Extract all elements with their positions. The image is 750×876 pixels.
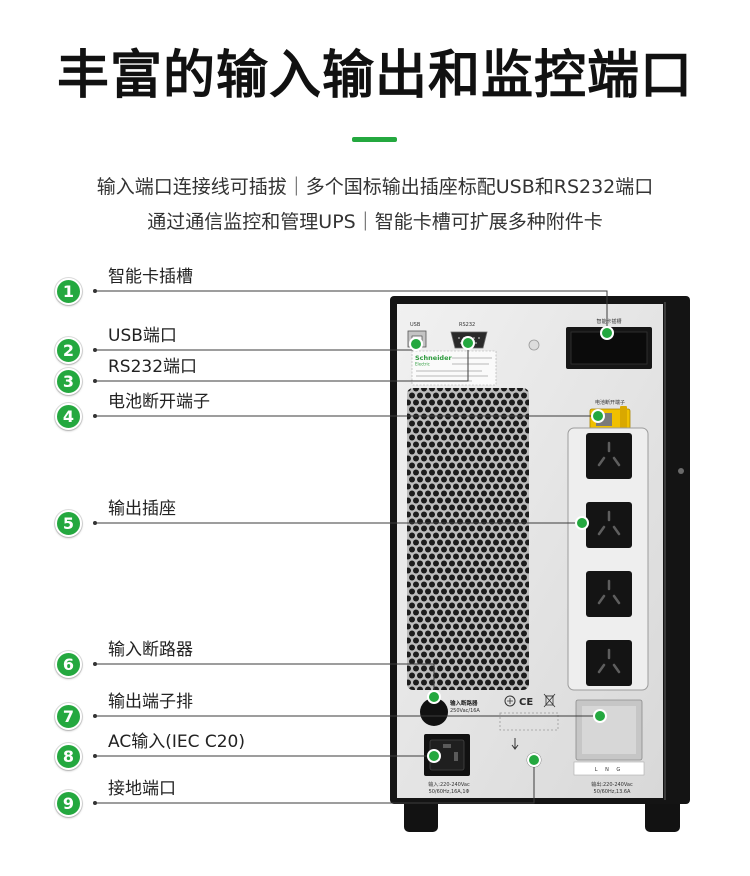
leader-line-1 — [95, 290, 608, 333]
ce-mark: CE — [519, 697, 533, 708]
callout-number-badge-5: 5 — [55, 510, 82, 537]
marker-ground — [527, 753, 541, 767]
callout-number-badge-4: 4 — [55, 403, 82, 430]
blank-label-area — [499, 712, 559, 731]
leader-line-3 — [95, 343, 469, 382]
rs232-port-label: RS232 — [459, 322, 475, 328]
leader-line-6 — [95, 663, 435, 697]
callout-number-badge-7: 7 — [55, 703, 82, 730]
callout-label-1: 智能卡插槽 — [108, 267, 193, 287]
callout-number-badge-8: 8 — [55, 743, 82, 770]
certification-marks: CE — [504, 693, 556, 708]
terminal-labels: L N G — [595, 767, 624, 773]
brand-logo-subtext: Electric — [415, 362, 430, 367]
marker-breaker — [427, 690, 441, 704]
marker-usb — [409, 337, 423, 351]
ups-unit: USB RS232 Schneider Electric — [390, 296, 690, 832]
leader-line-9 — [95, 760, 535, 804]
callout-label-8: AC输入(IEC C20) — [108, 732, 245, 752]
weee-bin-icon — [543, 693, 556, 708]
callout-number-badge-2: 2 — [55, 337, 82, 364]
leader-start-dots — [93, 289, 97, 805]
outlet-frame — [567, 427, 649, 691]
breaker-label: 输入断路器 — [450, 699, 478, 707]
output-socket — [586, 502, 632, 548]
card-slot-label: 智能卡插槽 — [596, 318, 621, 325]
page-title: 丰富的输入输出和监控端口 — [56, 46, 693, 106]
input-rating-line-1: 输入:220-240Vac — [428, 781, 470, 788]
rating-sticker: Schneider Electric — [411, 350, 497, 386]
output-rating-line-2: 50/60Hz,13.6A — [594, 789, 632, 795]
brand-logo-text: Schneider — [415, 354, 452, 362]
cert-circle-icon — [504, 695, 516, 707]
callout-label-3: RS232端口 — [108, 357, 198, 377]
breaker-rating: 250Vac/16A — [450, 708, 480, 714]
ventilation-grille — [407, 388, 529, 690]
side-screw — [678, 468, 684, 474]
marker-battery — [591, 409, 605, 423]
output-socket — [586, 433, 632, 479]
callout-number-badge-9: 9 — [55, 790, 82, 817]
output-terminal-block: L N G — [573, 699, 645, 776]
ac-input-iec-c20 — [424, 734, 470, 776]
title-accent-bar — [352, 137, 397, 142]
usb-port-label: USB — [410, 322, 421, 328]
marker-outlet — [575, 516, 589, 530]
subtitle-line-2: 通过通信监控和管理UPS｜智能卡槽可扩展多种附件卡 — [147, 211, 603, 233]
callout-number-badge-3: 3 — [55, 368, 82, 395]
output-socket — [586, 571, 632, 617]
callout-label-9: 接地端口 — [108, 779, 176, 799]
input-breaker — [420, 698, 448, 726]
callout-label-6: 输入断路器 — [108, 640, 193, 660]
callout-number-badge-1: 1 — [55, 278, 82, 305]
output-rating-line-1: 输出:220-240Vac — [591, 781, 633, 788]
callout-label-2: USB端口 — [108, 326, 177, 346]
output-socket — [586, 640, 632, 686]
marker-rs232 — [461, 336, 475, 350]
subtitle-line-1: 输入端口连接线可插拔｜多个国标输出插座标配USB和RS232端口 — [96, 176, 654, 198]
marker-terminal-block — [593, 709, 607, 723]
ups-foot-right — [645, 795, 680, 832]
callout-label-4: 电池断开端子 — [108, 392, 210, 412]
input-rating-line-2: 50/60Hz,16A,1Φ — [429, 789, 470, 795]
marker-ac-input — [427, 749, 441, 763]
callout-label-7: 输出端子排 — [108, 692, 193, 712]
marker-card-slot — [600, 326, 614, 340]
ups-side-highlight — [664, 302, 666, 800]
ups-foot-left — [404, 795, 438, 832]
ground-arrow-icon — [511, 738, 519, 750]
panel-screw — [528, 339, 540, 351]
callout-label-5: 输出插座 — [108, 499, 176, 519]
battery-terminal-label: 电池断开端子 — [595, 399, 625, 406]
callout-number-badge-6: 6 — [55, 651, 82, 678]
target-markers — [409, 326, 614, 767]
